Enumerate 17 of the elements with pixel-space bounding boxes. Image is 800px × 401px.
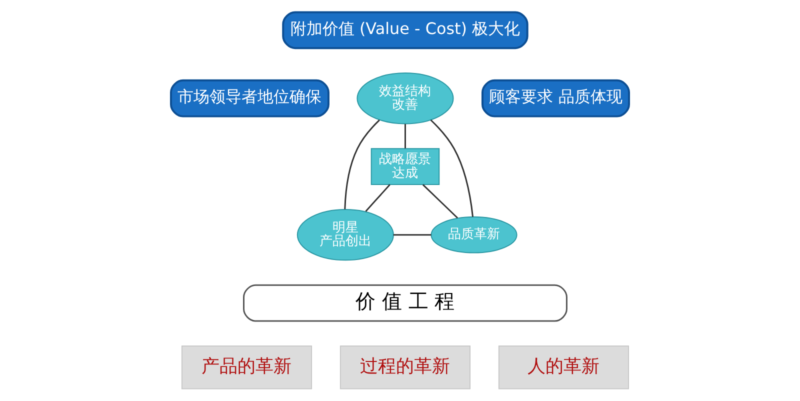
node-ellipse: 品质革新	[430, 216, 518, 254]
node-box: 人的革新	[498, 345, 630, 390]
node-box: 市场领导者地位确保	[170, 79, 330, 118]
connector	[344, 120, 380, 210]
node-box: 产品的革新	[181, 345, 312, 390]
node-box: 过程的革新	[340, 345, 471, 390]
node-box: 价 值 工 程	[243, 284, 568, 322]
connector	[365, 184, 390, 212]
connector	[404, 124, 406, 148]
connector	[430, 119, 474, 217]
connector	[393, 234, 432, 236]
node-ellipse: 明星产品创出	[296, 209, 394, 261]
connector	[422, 184, 458, 219]
node-box: 顾客要求 品质体现	[481, 79, 630, 118]
node-box: 战略愿景达成	[370, 148, 440, 186]
node-ellipse: 效益结构改善	[356, 72, 454, 124]
node-box: 附加价值 (Value - Cost) 极大化	[282, 11, 528, 50]
